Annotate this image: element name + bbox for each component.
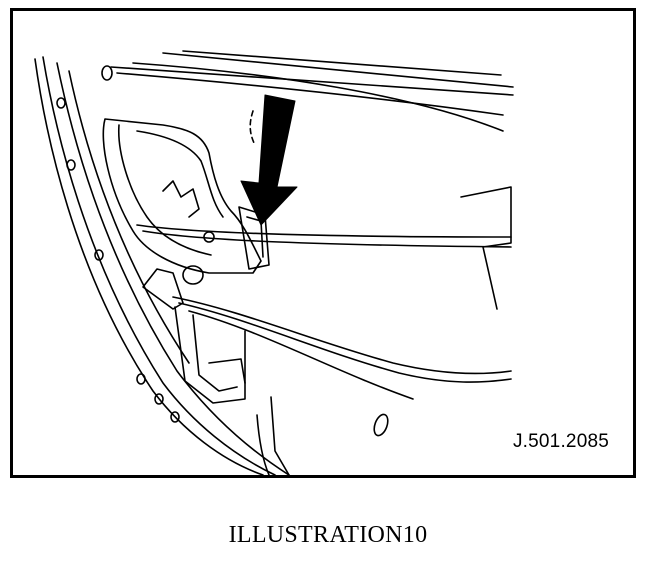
lower-leg [270,396,290,475]
edge-hole [154,393,164,405]
top-line-1 [110,66,514,96]
cable-upper [136,224,512,238]
edge-hole [136,373,146,385]
lower-bracket [142,268,184,310]
guide-mark [249,110,256,146]
door-edge-inner-1 [42,56,276,475]
bracket-teeth [162,180,200,218]
window-frame [460,186,512,310]
figure-code: J.501.2085 [512,431,609,452]
lower-hole [182,265,204,285]
edge-hole [94,249,104,261]
illustration-caption: ILLUSTRATION10 [228,522,428,548]
lower-leg-2 [256,414,270,475]
top-line-3 [162,52,514,88]
lower-slot [373,413,389,437]
top-clip [101,65,113,81]
top-line-5 [182,50,502,76]
edge-hole [66,159,76,171]
trim-contour-2 [178,302,512,383]
lower-channel-step [208,358,246,384]
edge-hole [56,97,66,109]
door-edge-inner-3 [68,70,190,364]
door-panel-drawing [34,50,514,475]
top-line-4 [132,62,504,132]
handle-recess-inner-2 [136,130,224,218]
door-edge-inner-2 [56,62,290,475]
handle-recess-inner [118,124,212,256]
handle-recess-outer [102,118,262,274]
door-edge-outer [34,58,264,475]
lower-channel-inner [192,314,238,392]
illustration-frame: J.501.2085 [10,8,636,478]
trim-contour-1 [172,296,512,375]
edge-hole [170,411,180,423]
trim-contour-3 [188,310,414,400]
lower-channel [174,306,246,404]
cable-lower [142,230,512,248]
top-line-2 [116,72,504,116]
cable-clip [203,231,215,243]
arrow-down-icon [240,94,298,226]
